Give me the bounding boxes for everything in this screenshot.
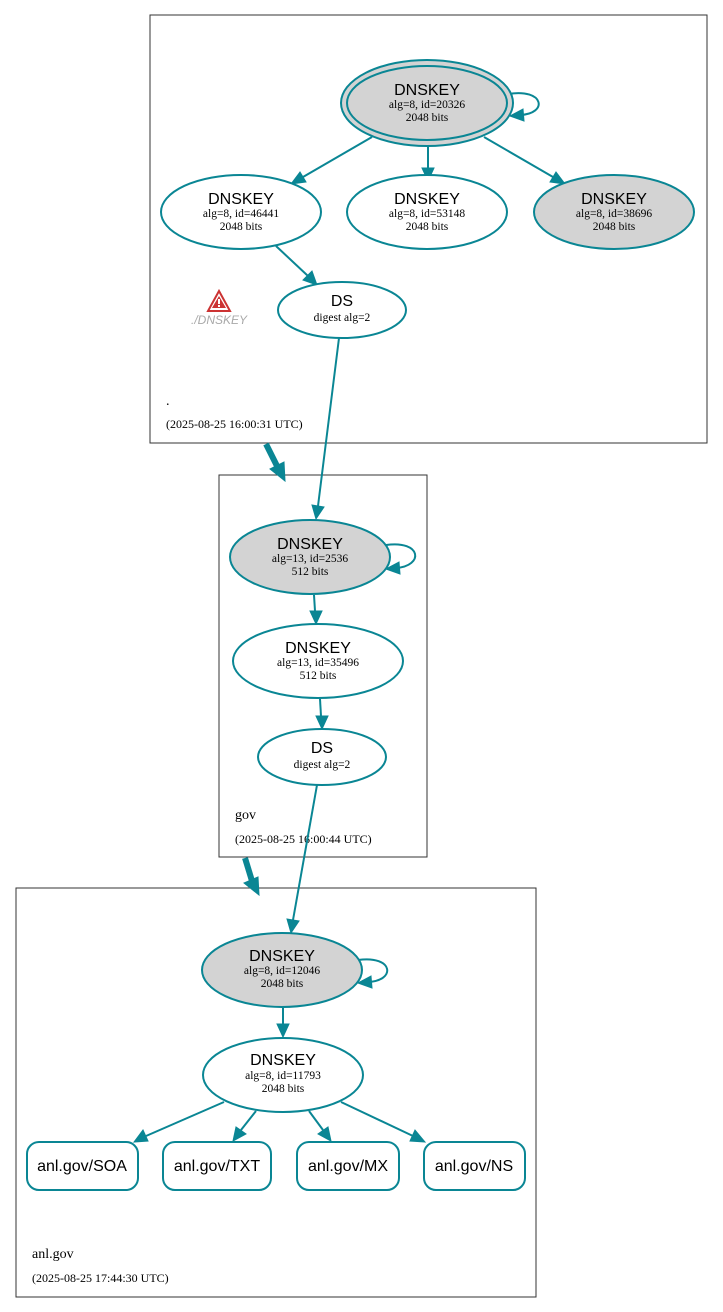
arrowhead [232, 1126, 247, 1142]
rrset-soa-label: anl.gov/SOA [37, 1158, 127, 1175]
zone-anl-timestamp: (2025-08-25 17:44:30 UTC) [32, 1271, 169, 1285]
edge-anl-ksk-self-loop [357, 958, 388, 983]
arrowhead [309, 610, 323, 626]
node-anl-ksk[interactable]: DNSKEY alg=8, id=12046 2048 bits [201, 932, 363, 1008]
edge-anl-zsk-to-ns [340, 1101, 414, 1137]
arrowhead [317, 1126, 332, 1142]
rrset-mx[interactable]: anl.gov/MX [296, 1141, 400, 1191]
node-gov-ksk-title: DNSKEY [277, 536, 343, 553]
arrowhead [269, 461, 286, 483]
rrset-ns[interactable]: anl.gov/NS [423, 1141, 526, 1191]
arrowhead [243, 876, 260, 897]
warning-icon [206, 288, 232, 312]
node-root-key3-title: DNSKEY [581, 191, 647, 208]
node-gov-zsk-detail: alg=13, id=35496 [277, 657, 359, 669]
arrowhead [302, 270, 318, 286]
node-anl-ksk-detail: alg=8, id=12046 [244, 965, 320, 977]
node-anl-zsk-size: 2048 bits [262, 1083, 305, 1095]
rrset-mx-label: anl.gov/MX [308, 1158, 388, 1175]
node-anl-ksk-title: DNSKEY [249, 948, 315, 965]
node-root-zsk1-size: 2048 bits [220, 221, 263, 233]
node-root-key3-detail: alg=8, id=38696 [576, 208, 652, 220]
node-root-zsk1[interactable]: DNSKEY alg=8, id=46441 2048 bits [160, 174, 322, 250]
arrowhead [286, 918, 300, 935]
node-root-zsk2-detail: alg=8, id=53148 [389, 208, 465, 220]
node-gov-zsk[interactable]: DNSKEY alg=13, id=35496 512 bits [232, 623, 404, 699]
node-gov-ksk[interactable]: DNSKEY alg=13, id=2536 512 bits [229, 519, 391, 595]
node-gov-ds-detail: digest alg=2 [294, 759, 351, 771]
node-root-zsk2-size: 2048 bits [406, 221, 449, 233]
zone-root-box [149, 14, 708, 444]
zone-anl-box [15, 887, 537, 1298]
node-gov-ksk-detail: alg=13, id=2536 [272, 553, 348, 565]
rrset-soa[interactable]: anl.gov/SOA [26, 1141, 139, 1191]
edge-root-zsk1-to-ds [275, 245, 309, 277]
edge-delegation-gov-to-anl [242, 857, 255, 882]
warning-dnskey[interactable]: ./DNSKEY [191, 288, 248, 327]
node-root-ds-detail: digest alg=2 [314, 312, 371, 324]
arrowhead [549, 171, 567, 185]
zone-root-timestamp: (2025-08-25 16:00:31 UTC) [166, 417, 303, 431]
rrset-ns-label: anl.gov/NS [435, 1158, 513, 1175]
zone-gov-name: gov [235, 808, 256, 823]
node-root-ksk[interactable]: DNSKEY alg=8, id=20326 2048 bits [340, 59, 514, 147]
zone-anl-name: anl.gov [32, 1247, 74, 1262]
node-root-zsk1-detail: alg=8, id=46441 [203, 208, 279, 220]
edge-anl-zsk-to-txt [240, 1110, 257, 1131]
edge-root-ds-to-gov-ksk [317, 337, 340, 507]
arrowhead [132, 1129, 149, 1143]
edge-delegation-root-to-gov [263, 442, 281, 470]
zone-root-name: . [166, 394, 170, 409]
arrowhead [409, 1129, 427, 1143]
node-gov-ds[interactable]: DS digest alg=2 [257, 728, 387, 786]
node-anl-zsk-title: DNSKEY [250, 1052, 316, 1069]
node-root-key3-size: 2048 bits [593, 221, 636, 233]
node-anl-zsk[interactable]: DNSKEY alg=8, id=11793 2048 bits [202, 1037, 364, 1113]
warning-label: ./DNSKEY [191, 313, 248, 327]
edge-gov-zsk-to-ds [319, 698, 322, 717]
edge-gov-ds-to-anl-ksk [292, 784, 318, 921]
zone-gov-timestamp: (2025-08-25 16:00:44 UTC) [235, 832, 372, 846]
node-root-zsk1-title: DNSKEY [208, 191, 274, 208]
arrowhead [311, 504, 325, 521]
node-root-ds[interactable]: DS digest alg=2 [277, 281, 407, 339]
node-anl-ksk-size: 2048 bits [261, 978, 304, 990]
arrowhead [315, 715, 329, 731]
node-root-zsk2[interactable]: DNSKEY alg=8, id=53148 2048 bits [346, 174, 508, 250]
node-root-zsk2-title: DNSKEY [394, 191, 460, 208]
edge-root-ksk-to-zsk1 [302, 136, 373, 178]
node-gov-ksk-size: 512 bits [292, 566, 329, 578]
edge-root-ksk-self-loop [507, 92, 540, 116]
node-gov-zsk-title: DNSKEY [285, 640, 351, 657]
node-root-ds-title: DS [331, 293, 353, 310]
node-root-ksk-size: 2048 bits [406, 112, 449, 124]
edge-anl-zsk-to-soa [145, 1101, 225, 1137]
node-root-ksk-detail: alg=8, id=20326 [389, 99, 465, 111]
node-gov-ds-title: DS [311, 740, 333, 757]
node-gov-zsk-size: 512 bits [300, 670, 337, 682]
edge-gov-ksk-self-loop [385, 543, 416, 569]
arrowhead [276, 1023, 290, 1039]
node-root-ksk-title: DNSKEY [394, 82, 460, 99]
edge-gov-ksk-to-zsk [313, 594, 316, 612]
zone-gov-box [218, 474, 428, 858]
rrset-txt-label: anl.gov/TXT [174, 1158, 260, 1175]
arrowhead [508, 108, 525, 122]
arrowhead [356, 975, 373, 989]
edge-anl-zsk-to-mx [308, 1110, 324, 1131]
node-root-key3[interactable]: DNSKEY alg=8, id=38696 2048 bits [533, 174, 695, 250]
arrowhead [289, 171, 307, 185]
rrset-txt[interactable]: anl.gov/TXT [162, 1141, 272, 1191]
edge-root-ksk-to-key3 [483, 136, 554, 178]
node-anl-zsk-detail: alg=8, id=11793 [245, 1070, 321, 1082]
arrowhead [384, 561, 401, 575]
